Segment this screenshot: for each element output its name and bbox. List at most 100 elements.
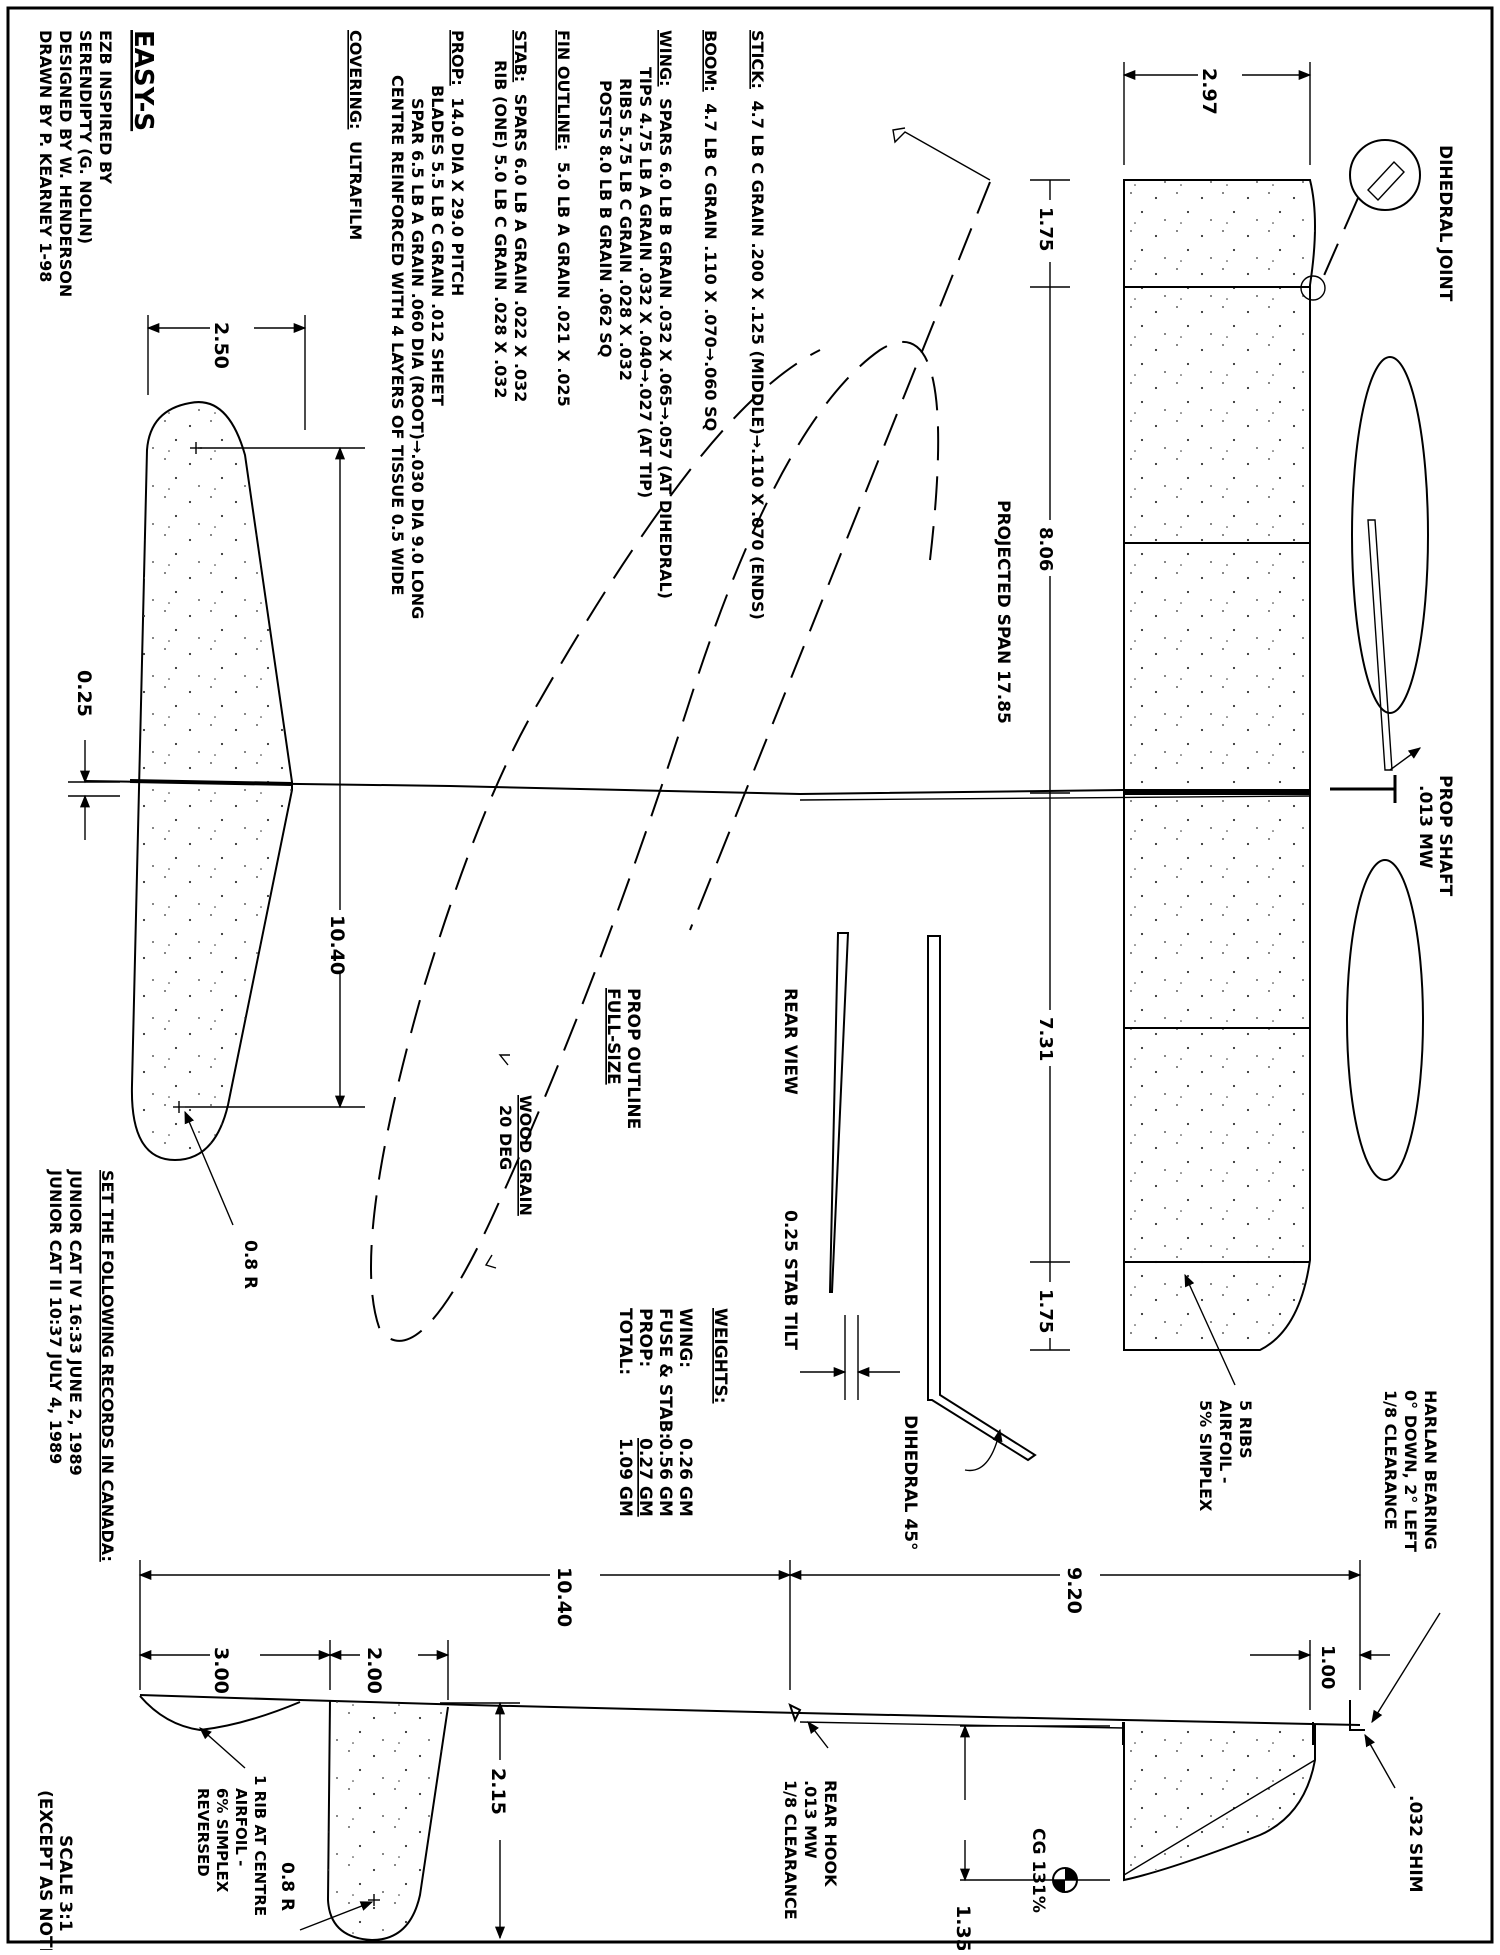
dim-side-nose: 1.00: [1317, 1645, 1338, 1689]
side-wing: [1123, 1722, 1316, 1882]
prop-spec-line-2: BLADES 5.5 LB C GRAIN .012 SHEET: [428, 85, 447, 406]
dihedral-label: DIHEDRAL 45°: [900, 1415, 920, 1551]
prop-spec-line-4: CENTRE REINFORCED WITH 4 LAYERS OF TISSU…: [388, 75, 407, 595]
covering-spec: COVERING: ULTRAFILM: [346, 30, 365, 240]
prop-spec-text-1: 14.0 DIA X 29.0 PITCH: [448, 97, 467, 296]
credit-line-3: DESIGNED BY W. HENDERSON: [56, 30, 75, 297]
wood-grain-label-2: 20 DEG: [496, 1105, 515, 1170]
dim-side-fin-a: 3.00: [210, 1647, 232, 1694]
wing-spec-text-1: SPARS 6.0 LB B GRAIN .032 X .065→.057 (A…: [656, 98, 675, 599]
shim-label: .032 SHIM: [1405, 1795, 1425, 1893]
fin-spec: FIN OUTLINE: 5.0 LB A GRAIN .021 X .025: [554, 30, 573, 407]
rear-view-label: REAR VIEW: [780, 988, 800, 1095]
wing-spec-line-3: RIBS 5.75 LB C GRAIN .028 X .032: [616, 78, 635, 381]
dim-fin-height: 2.15: [487, 1768, 509, 1815]
scale-line-1: SCALE 3:1: [55, 1835, 75, 1932]
record-line-1: JUNIOR CAT IV 16:33 JUNE 2, 1989: [66, 1169, 85, 1476]
covering-spec-label: COVERING:: [346, 30, 365, 129]
rear-view: REAR VIEW 0.25 STAB TILT DIHEDRAL 45°: [780, 932, 1037, 1551]
stab-spec-line-1: STAB: SPARS 6.0 LB A GRAIN .022 X .032: [511, 30, 530, 402]
stick-spec-text: 4.7 LB C GRAIN .200 X .125 (MIDDLE)→.110…: [748, 101, 767, 620]
boom-spec: BOOM: 4.7 LB C GRAIN .110 X .070→.060 SQ: [701, 30, 720, 431]
ribs-label-3: 5% SIMPLEX: [1196, 1400, 1215, 1512]
dim-span-tip-2: 1.75: [1035, 1289, 1056, 1333]
rear-hook-label-2: .013 MW: [801, 1780, 820, 1859]
dim-span-panel-2: 7.31: [1035, 1017, 1056, 1061]
stab-rib-label-2: AIRFOIL -: [232, 1788, 250, 1866]
weights-label-prop: PROP:: [635, 1308, 655, 1367]
scale-note: SCALE 3:1 (EXCEPT AS NOTED): [35, 1790, 75, 1955]
dim-side-rear: 10.40: [553, 1567, 575, 1627]
records-heading: SET THE FOLLOWING RECORDS IN CANADA:: [98, 1170, 117, 1562]
stab-spec-line-2: RIB (ONE) 5.0 LB C GRAIN .028 X .032: [491, 60, 510, 399]
records-block: SET THE FOLLOWING RECORDS IN CANADA: JUN…: [46, 1169, 117, 1562]
dihedral-joint-label: DIHEDRAL JOINT: [1435, 145, 1455, 302]
weights-value-prop: 0.27 GM: [635, 1438, 655, 1517]
wing-span-dimensions: 1.75 8.06 7.31 1.75 PROJECTED SPAN 17.85: [993, 179, 1070, 1351]
weights-value-fuse: 0.56 GM: [655, 1438, 675, 1517]
dihedral-joint-circle: [1349, 139, 1421, 211]
weights-label-total: TOTAL:: [615, 1308, 635, 1375]
prop-spec-line-1: PROP: 14.0 DIA X 29.0 PITCH: [448, 30, 467, 296]
weights-table: WEIGHTS: WING: 0.26 GM FUSE & STAB: 0.56…: [615, 1308, 730, 1517]
dim-side-fin-b: 2.00: [363, 1647, 385, 1694]
weights-label-wing: WING:: [675, 1308, 695, 1368]
stab-spec-text-1: SPARS 6.0 LB A GRAIN .022 X .032: [511, 94, 530, 403]
weights-value-total: 1.09 GM: [615, 1438, 635, 1517]
wing-spec-line-4: POSTS 8.0 LB B GRAIN .062 SQ: [596, 80, 615, 357]
propeller-top-view: PROP SHAFT .013 MW: [1330, 356, 1455, 1181]
prop-shaft-label-1: PROP SHAFT: [1435, 775, 1455, 897]
fin-radius-label: 0.8 R: [277, 1862, 297, 1911]
boom-spec-text: 4.7 LB C GRAIN .110 X .070→.060 SQ: [701, 103, 720, 431]
projected-span-label: PROJECTED SPAN 17.85: [993, 500, 1013, 724]
dihedral-joint-detail: DIHEDRAL JOINT: [1300, 139, 1455, 302]
wing-spec-line-2: TIPS 4.75 LB A GRAIN .032 X .040→.027 (A…: [636, 67, 655, 498]
wing-chord-dimension: 2.97: [1122, 60, 1312, 165]
rear-hook-label-3: 1/8 CLEARANCE: [781, 1780, 800, 1920]
rear-view-stab: [828, 932, 850, 1293]
side-view: .032 SHIM CG 131% REAR HOOK .013 MW 1/8 …: [138, 1560, 1441, 1952]
fin-spec-label: FIN OUTLINE:: [554, 30, 573, 150]
prop-outline-curve: [370, 340, 940, 1342]
prop-spec-label: PROP:: [448, 30, 467, 86]
prop-outline-tip: [892, 127, 991, 181]
rear-view-wing: [927, 935, 1037, 1462]
stab-tilt-label: 0.25 STAB TILT: [780, 1210, 800, 1350]
dim-stab-chord: 2.50: [210, 322, 232, 369]
stab-centre-rib: [129, 779, 293, 786]
fin-spec-text: 5.0 LB A GRAIN .021 X .025: [554, 162, 573, 407]
dim-stab-span: 10.40: [326, 915, 348, 975]
cg-label: CG 131%: [1028, 1828, 1048, 1913]
wing-spec-label: WING:: [656, 30, 675, 87]
dim-wing-height: 1.35: [952, 1905, 974, 1950]
dim-span-panel-1: 8.06: [1035, 527, 1056, 571]
wing-callouts: HARLAN BEARING 0° DOWN, 2° LEFT 1/8 CLEA…: [1184, 1273, 1440, 1552]
plan-title: EASY-S: [128, 30, 158, 131]
stab-spec-label: STAB:: [511, 30, 530, 82]
dim-wing-chord: 2.97: [1198, 68, 1220, 115]
materials-list: STICK: 4.7 LB C GRAIN .200 X .125 (MIDDL…: [346, 30, 767, 620]
credit-line-4: DRAWN BY P. KEARNEY 1-98: [36, 30, 55, 282]
weights-label-fuse: FUSE & STAB:: [655, 1308, 675, 1439]
prop-outline-label-1: PROP OUTLINE: [623, 988, 643, 1129]
scale-line-2: (EXCEPT AS NOTED): [35, 1790, 55, 1950]
prop-spec-line-3: SPAR 6.5 LB A GRAIN .060 DIA (ROOT)→.030…: [408, 98, 427, 619]
dim-stab-tilt: 0.25: [73, 670, 95, 717]
credit-line-1: EZB INSPIRED BY: [96, 30, 115, 184]
harlan-label-1: HARLAN BEARING: [1421, 1390, 1440, 1550]
dim-side-front: 9.20: [1063, 1567, 1085, 1614]
fin-covering: [328, 1700, 448, 1940]
harlan-label-3: 1/8 CLEARANCE: [1381, 1390, 1400, 1530]
prop-outline-label-2: FULL-SIZE: [603, 988, 623, 1085]
wing-top-view: [1123, 179, 1316, 1351]
record-line-2: JUNIOR CAT II 10:37 JULY 4, 1989: [46, 1169, 65, 1464]
harlan-label-2: 0° DOWN, 2° LEFT: [1401, 1390, 1420, 1552]
side-harlan-bearing: [1349, 1700, 1365, 1731]
wing-spec-line-1: WING: SPARS 6.0 LB B GRAIN .032 X .065→.…: [656, 30, 675, 599]
stab-rib-label-3: 6% SIMPLEX: [213, 1788, 231, 1893]
ribs-label-2: AIRFOIL -: [1216, 1400, 1235, 1484]
wing-covering: [1124, 180, 1315, 1350]
stick-spec-label: STICK:: [748, 30, 767, 89]
